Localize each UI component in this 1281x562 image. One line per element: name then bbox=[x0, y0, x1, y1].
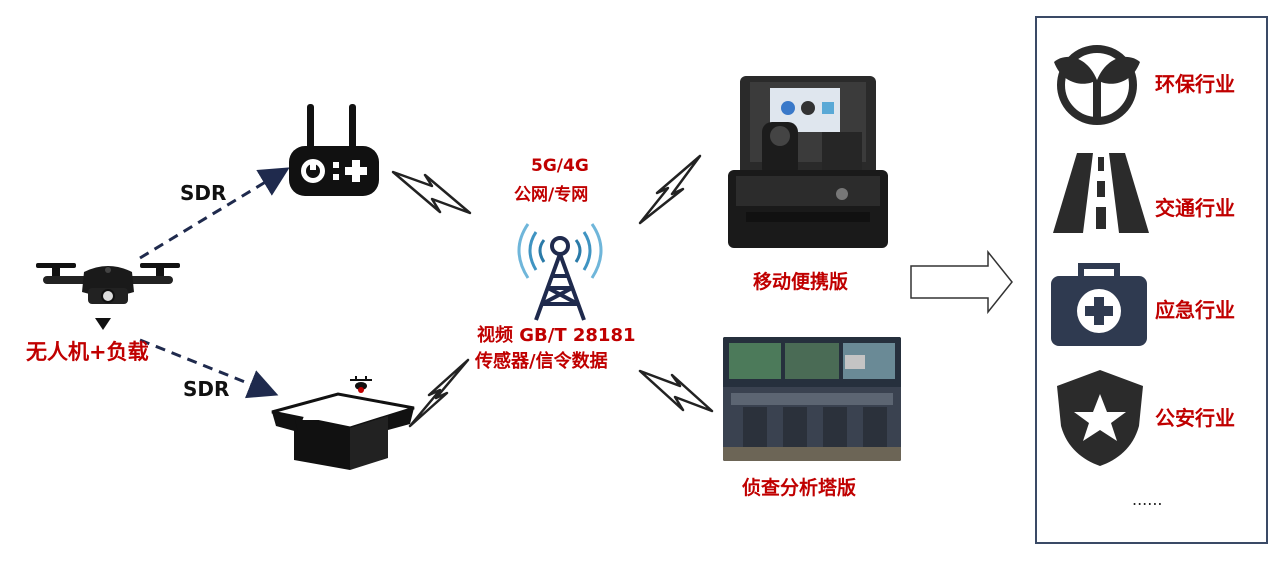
network-label-public-private: 公网/专网 bbox=[514, 185, 589, 205]
industry-item-emergency: 应急行业 bbox=[1037, 238, 1270, 348]
police-badge-icon bbox=[1057, 370, 1143, 466]
industry-label: 应急行业 bbox=[1155, 298, 1235, 322]
industry-label: 公安行业 bbox=[1155, 406, 1235, 430]
industry-label: 环保行业 bbox=[1155, 72, 1235, 96]
first-aid-kit-icon bbox=[1051, 263, 1147, 346]
flow-arrow-icon bbox=[910, 249, 1013, 315]
down-triangle-icon bbox=[95, 318, 111, 330]
lightning-icon bbox=[638, 369, 714, 413]
sdr-label-bottom: SDR bbox=[183, 377, 230, 401]
industry-item-transport: 交通行业 bbox=[1037, 128, 1270, 238]
industry-label: 交通行业 bbox=[1155, 196, 1235, 220]
cell-tower-icon bbox=[517, 223, 603, 321]
sdr-link-bottom bbox=[139, 338, 279, 399]
drone-label: 无人机+负载 bbox=[26, 340, 149, 364]
industry-more-ellipsis: ...... bbox=[1132, 490, 1163, 509]
remote-controller-icon bbox=[289, 104, 379, 196]
road-icon bbox=[1053, 153, 1149, 233]
network-label-video: 视频 GB/T 28181 bbox=[477, 325, 636, 346]
network-label-5g: 5G/4G bbox=[531, 156, 589, 176]
sdr-link-top bbox=[139, 167, 290, 260]
lightning-icon bbox=[391, 170, 472, 215]
drone-nest-box-icon bbox=[271, 376, 415, 470]
tower-version-label: 侦查分析塔版 bbox=[742, 477, 857, 499]
portable-version-label: 移动便携版 bbox=[753, 271, 849, 293]
industry-item-environment: 环保行业 bbox=[1037, 18, 1270, 128]
network-label-sensor: 传感器/信令数据 bbox=[475, 351, 608, 372]
eco-sprout-icon bbox=[1054, 45, 1140, 125]
lightning-icon bbox=[638, 154, 702, 225]
sdr-label-top: SDR bbox=[180, 181, 227, 205]
industry-item-police: 公安行业 bbox=[1037, 348, 1270, 466]
command-center-image bbox=[723, 337, 901, 461]
drone-icon bbox=[36, 263, 180, 304]
industry-panel: 环保行业 交通行业 应急行业 公安行业 ...... bbox=[1035, 16, 1268, 544]
lightning-icon bbox=[408, 358, 470, 428]
portable-case-image bbox=[722, 72, 892, 250]
